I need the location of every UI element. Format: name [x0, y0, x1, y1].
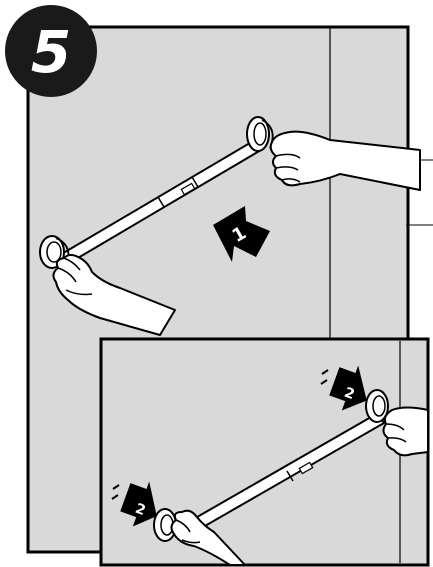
push-arrow-2-bottom: 2 — [111, 481, 157, 527]
push-arrow-1: 1 — [213, 206, 270, 262]
step-number: 5 — [31, 18, 71, 86]
hand-left — [52, 254, 176, 336]
inset-hand-right — [382, 406, 429, 457]
step-badge-circle — [5, 5, 97, 97]
inset-panel: 2 2 — [99, 337, 430, 567]
inset-end-cap-right — [365, 389, 389, 423]
inset-hand-left — [170, 509, 246, 566]
rod-end-cap-right — [246, 116, 274, 152]
inset-end-cap-left — [153, 508, 177, 542]
step-badge: 5 — [5, 5, 97, 97]
push-arrow-2-top: 2 — [320, 365, 367, 411]
hand-right — [269, 130, 421, 191]
rod-end-cap-left — [39, 235, 70, 269]
inset-wall-surface — [99, 337, 430, 567]
